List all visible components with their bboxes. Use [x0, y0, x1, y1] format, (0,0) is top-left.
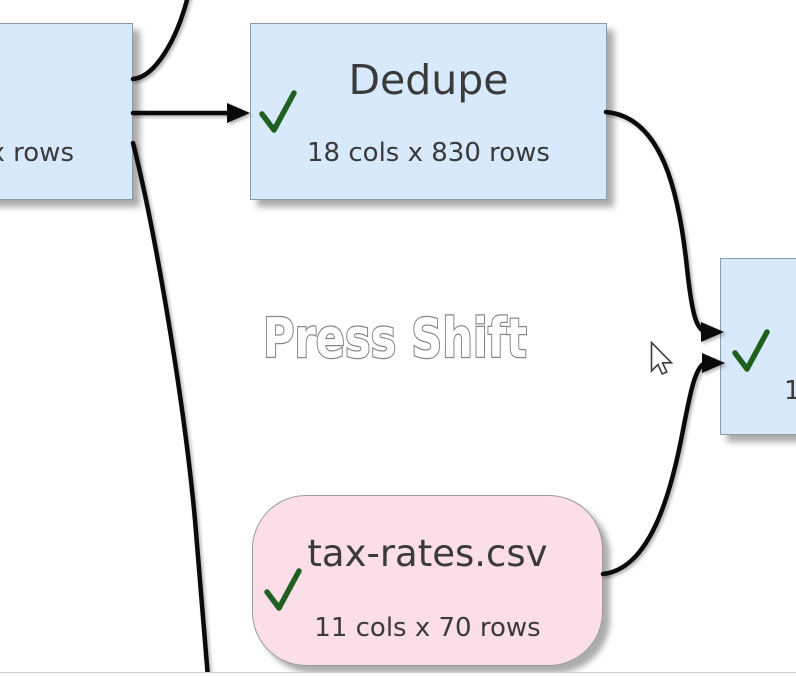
node-stats: 1 [784, 376, 796, 406]
node-dedupe[interactable]: Dedupe 18 cols x 830 rows [250, 23, 607, 200]
node-taxrates-csv[interactable]: tax-rates.csv 11 cols x 70 rows [252, 495, 603, 666]
node-stats: x rows [0, 138, 74, 168]
mouse-cursor-icon [650, 341, 674, 376]
edge-upstream-to-offscreen-bottom[interactable] [130, 140, 211, 676]
node-stats: 18 cols x 830 rows [307, 138, 550, 168]
status-check-icon [732, 329, 770, 372]
node-downstream-partial[interactable]: 1 [720, 258, 796, 435]
node-upstream-partial[interactable]: x rows [0, 23, 133, 200]
edge-taxrates-to-downstream[interactable] [600, 353, 725, 577]
edge-upstream-to-offscreen-top[interactable] [130, 0, 190, 82]
status-check-icon [259, 90, 297, 133]
arrowhead-icon [227, 103, 250, 123]
hint-text: Press Shift [263, 307, 527, 370]
node-stats: 11 cols x 70 rows [314, 613, 541, 643]
edge-upstream-to-dedupe[interactable] [130, 103, 250, 123]
edge-dedupe-to-downstream[interactable] [603, 109, 724, 342]
pane-below-edge [0, 673, 796, 676]
node-title: tax-rates.csv [307, 532, 548, 575]
status-check-icon [264, 568, 302, 611]
pane-bottom-edge [0, 672, 796, 673]
press-shift-hint: Press Shift [262, 306, 529, 372]
node-title: Dedupe [348, 56, 509, 104]
